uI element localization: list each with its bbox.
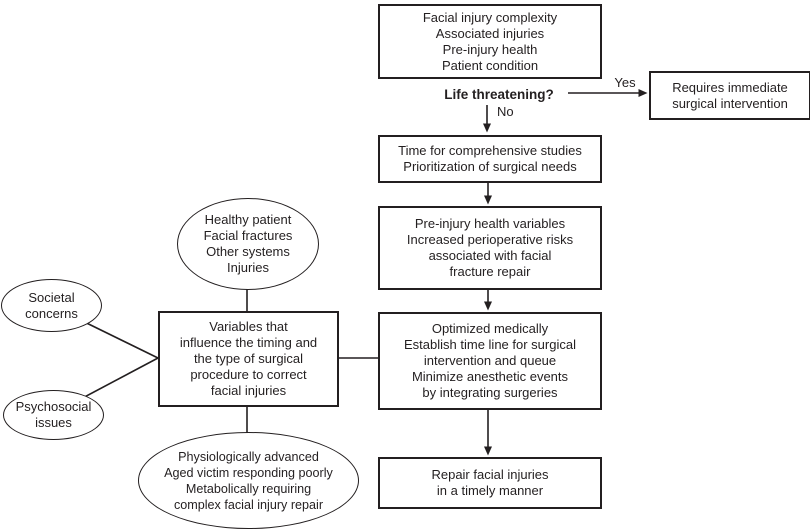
decision-label: Life threatening?	[444, 87, 554, 102]
no-branch-label: No	[497, 104, 514, 119]
yes-branch-label: Yes	[614, 75, 636, 90]
